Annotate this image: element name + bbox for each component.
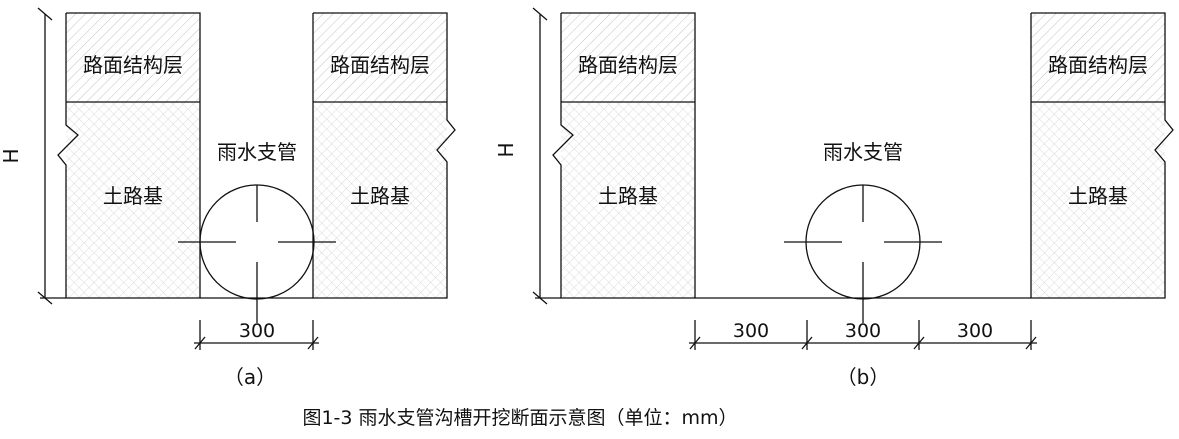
- pipe-label: 雨水支管: [823, 140, 903, 164]
- dimension-label: 300: [733, 320, 769, 342]
- panel-a: H 路面结构层 土路基 路面结构层 土路基 雨水支管: [0, 7, 456, 389]
- figure-caption: 图1-3 雨水支管沟槽开挖断面示意图（单位：mm）: [302, 407, 737, 429]
- pipe-label: 雨水支管: [217, 140, 297, 164]
- pipe: 雨水支管: [784, 140, 942, 323]
- panel-label: （b）: [837, 365, 890, 389]
- height-label: H: [0, 148, 23, 163]
- soil-subgrade-label: 土路基: [103, 184, 163, 208]
- height-dimension: H: [0, 7, 66, 305]
- pavement-layer-label: 路面结构层: [578, 53, 678, 77]
- dimension-label: 300: [957, 320, 993, 342]
- pavement-layer-label: 路面结构层: [330, 53, 430, 77]
- soil-subgrade-label: 土路基: [1068, 184, 1128, 208]
- pavement-layer-label: 路面结构层: [1048, 53, 1148, 77]
- left-wall: 路面结构层 土路基: [57, 12, 201, 299]
- pavement-layer-label: 路面结构层: [83, 53, 183, 77]
- pipe: 雨水支管: [178, 140, 336, 323]
- left-wall: 路面结构层 土路基: [552, 12, 696, 299]
- panel-label: （a）: [224, 365, 276, 389]
- dimension-label: 300: [239, 320, 275, 342]
- width-dimension: 300: [194, 320, 319, 350]
- height-dimension: H: [494, 7, 561, 305]
- panel-b: H 路面结构层 土路基 路面结构层 土路基 雨水支管: [494, 7, 1174, 389]
- right-wall: 路面结构层 土路基: [1030, 12, 1174, 299]
- dimension-label: 300: [845, 320, 881, 342]
- soil-subgrade-label: 土路基: [598, 184, 658, 208]
- soil-subgrade-label: 土路基: [350, 184, 410, 208]
- width-dimension: 300 300 300: [689, 320, 1037, 350]
- right-wall: 路面结构层 土路基: [312, 12, 456, 299]
- height-label: H: [494, 142, 518, 157]
